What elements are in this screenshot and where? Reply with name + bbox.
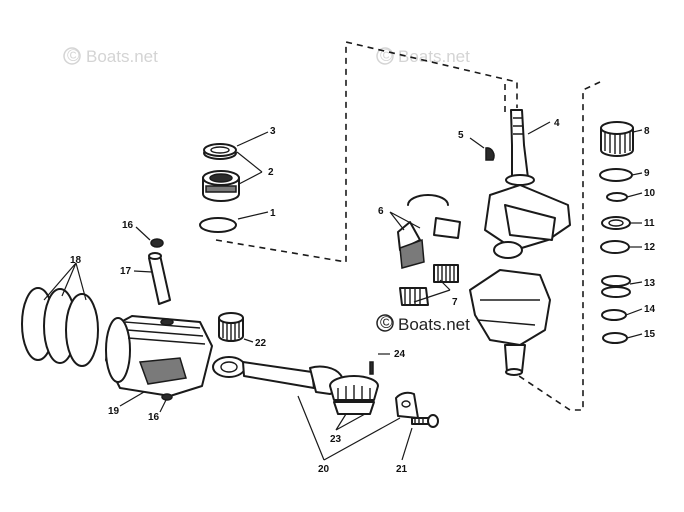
watermark-text: Boats.net (398, 315, 470, 334)
part-10-ring (606, 192, 628, 202)
watermark-text: Boats.net (398, 47, 470, 66)
callout-18: 18 (70, 255, 82, 266)
callout-24: 24 (394, 349, 406, 360)
part-23-bearing-cage (329, 375, 379, 415)
watermark-symbol: © (380, 313, 393, 332)
part-5-key (485, 147, 495, 161)
part-2-bearing (202, 170, 240, 202)
part-16-pin-retainer (150, 238, 164, 248)
callout-4: 4 (554, 118, 560, 129)
callout-10: 10 (644, 188, 656, 199)
part-20-connecting-rod (212, 356, 419, 419)
watermark-top-left: © Boats.net (63, 46, 158, 66)
callout-6: 6 (378, 206, 384, 217)
callout-22: 22 (255, 338, 267, 349)
part-14-ring (601, 309, 627, 321)
callout-9: 9 (644, 168, 650, 179)
callout-7: 7 (452, 297, 458, 308)
part-15-ring (602, 332, 628, 344)
callout-2: 2 (268, 167, 274, 178)
dashed-outline-crank-end (504, 80, 601, 411)
part-11-washer (601, 216, 631, 230)
watermark-symbol: © (67, 46, 80, 65)
part-13-retaining-ring (601, 275, 631, 298)
leader-lines (43, 121, 643, 461)
part-19-piston (105, 315, 213, 397)
watermark-top-center: © Boats.net (376, 46, 470, 66)
part-9-ring (599, 168, 633, 182)
part-1-oring (199, 217, 237, 233)
watermark-center: © Boats.net (376, 313, 470, 334)
part-3-seal (203, 143, 237, 160)
dashed-outline-main-bearing (215, 40, 518, 263)
callout-13: 13 (644, 278, 656, 289)
callout-23: 23 (330, 434, 342, 445)
part-18-piston-rings (21, 287, 99, 367)
part-22-needle-bearing (218, 312, 244, 342)
callout-16-upper: 16 (122, 220, 134, 231)
callout-17: 17 (120, 266, 132, 277)
callout-16-lower: 16 (148, 412, 160, 423)
callout-21: 21 (396, 464, 408, 475)
callout-8: 8 (644, 126, 650, 137)
watermark-text: Boats.net (86, 47, 158, 66)
part-12-ring (600, 240, 630, 254)
callout-14: 14 (644, 304, 656, 315)
callout-1: 1 (270, 208, 276, 219)
part-6-bearing-cage (397, 194, 461, 269)
part-21-screw (411, 414, 439, 428)
part-8-needle-bearing (600, 121, 634, 157)
callout-labels: 1 2 3 4 5 6 7 8 9 10 11 12 13 14 15 16 1… (70, 118, 656, 475)
callout-15: 15 (644, 329, 656, 340)
callout-20: 20 (318, 464, 330, 475)
part-16-retainer-lower (161, 393, 173, 401)
callout-12: 12 (644, 242, 656, 253)
part-17-piston-pin (148, 252, 171, 305)
callout-5: 5 (458, 130, 464, 141)
watermark-symbol: © (380, 46, 393, 65)
part-7-bearing-rollers (399, 264, 459, 306)
callout-3: 3 (270, 126, 276, 137)
callout-19: 19 (108, 406, 120, 417)
callout-11: 11 (644, 218, 655, 229)
part-4-crankshaft (469, 109, 571, 376)
part-24-dowel (369, 361, 374, 375)
